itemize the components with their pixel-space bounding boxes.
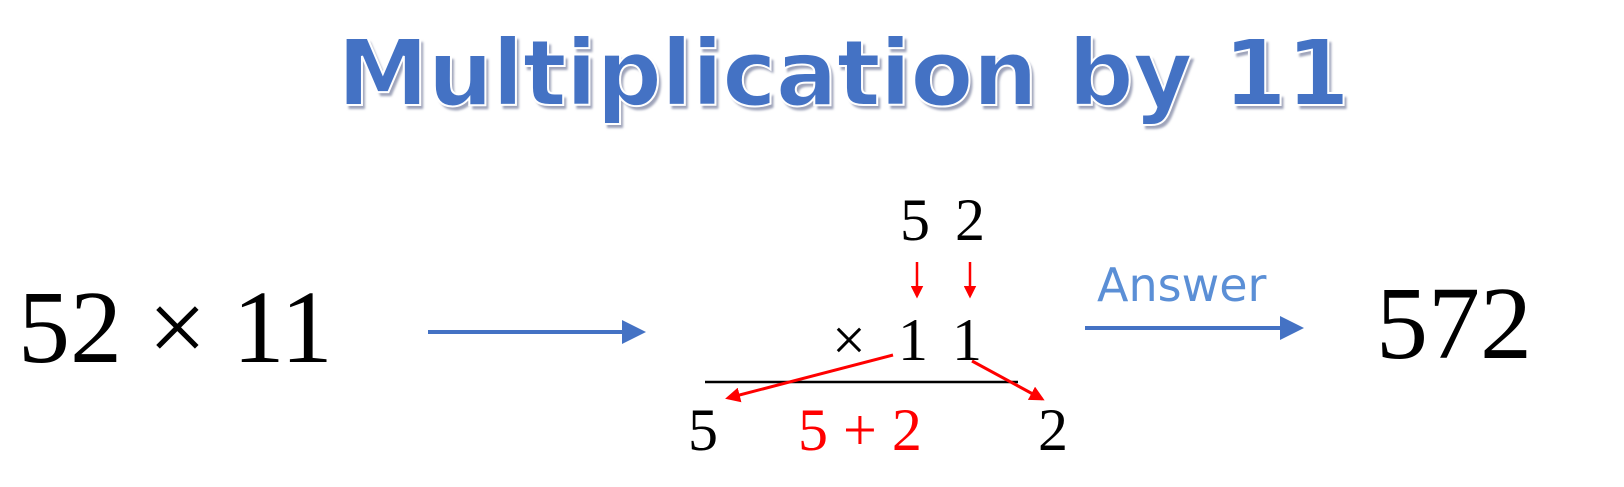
arrow-diagonal-left-icon (725, 353, 894, 403)
answer-label: Answer (1097, 258, 1267, 312)
top-digit-ones: 2 (955, 187, 985, 253)
multiplier-digit-tens: 1 (898, 307, 928, 373)
result-left-digit: 5 (688, 397, 718, 463)
multiplier-digit-ones: 1 (952, 307, 982, 373)
multiply-sign: × (832, 307, 866, 373)
result-right-digit: 2 (1038, 397, 1068, 463)
top-digit-tens: 5 (900, 187, 930, 253)
result-middle-sum: 5 + 2 (798, 397, 922, 463)
answer-value: 572 (1376, 266, 1532, 381)
arrow-diagonal-right-icon (971, 359, 1045, 401)
slide-title: Multiplication by 11 (336, 20, 1351, 127)
problem-expression: 52 × 11 (18, 270, 333, 385)
